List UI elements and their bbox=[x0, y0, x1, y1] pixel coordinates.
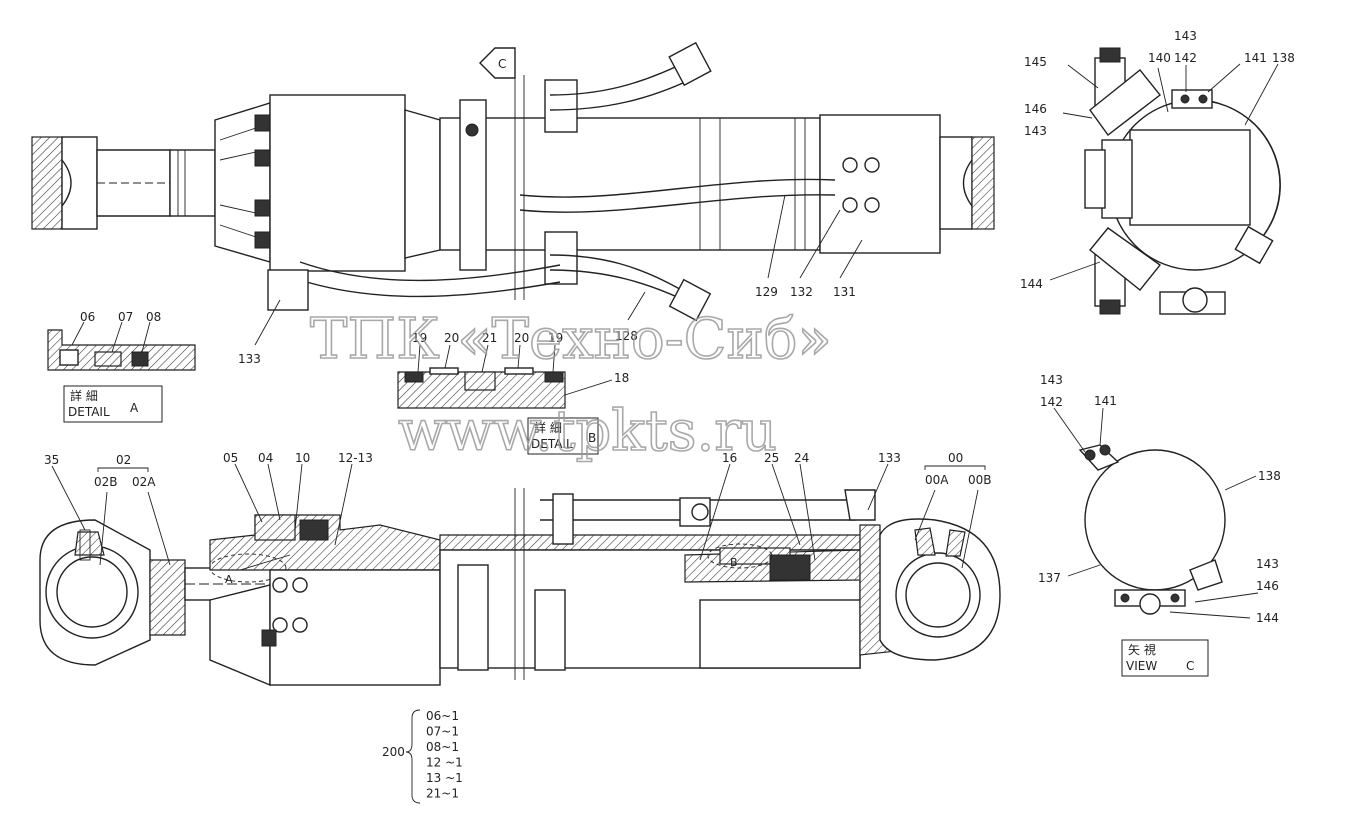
label-19-left: 19 bbox=[412, 331, 427, 345]
detail-b: 19 20 21 20 19 18 詳 細 DETAIL B bbox=[397, 331, 629, 455]
label-138-viewc: 138 bbox=[1258, 469, 1281, 483]
label-08: 08 bbox=[146, 310, 161, 324]
label-146-end: 146 bbox=[1024, 102, 1047, 116]
label-24: 24 bbox=[794, 451, 809, 465]
view-c bbox=[1078, 444, 1226, 615]
section-callouts: 35 02 02B 02A 05 04 10 12-13 16 25 24 13… bbox=[44, 451, 992, 569]
kit-item: 21~1 bbox=[426, 787, 459, 801]
label-143-end-top: 143 bbox=[1174, 29, 1197, 43]
label-131: 131 bbox=[833, 285, 856, 299]
label-141-end: 141 bbox=[1244, 51, 1267, 65]
cylinder-end-view bbox=[1084, 47, 1281, 315]
label-143-end-left: 143 bbox=[1024, 124, 1047, 138]
watermark: ТПК «Техно-Сиб» www.tpkts.ru bbox=[309, 306, 832, 465]
view-c-kanji: 矢 視 bbox=[1128, 642, 1156, 657]
label-20-left: 20 bbox=[444, 331, 459, 345]
label-137: 137 bbox=[1038, 571, 1061, 585]
label-142-end: 142 bbox=[1174, 51, 1197, 65]
label-143-viewc-top: 143 bbox=[1040, 373, 1063, 387]
label-144-end: 144 bbox=[1020, 277, 1043, 291]
label-140: 140 bbox=[1148, 51, 1171, 65]
label-133-top: 133 bbox=[238, 352, 261, 366]
view-c-callouts: 143 142 141 138 137 143 146 144 矢 視 VIEW… bbox=[1038, 373, 1281, 677]
label-16: 16 bbox=[722, 451, 737, 465]
watermark-url: www.tpkts.ru bbox=[398, 399, 777, 464]
detail-b-en: DETAIL bbox=[531, 437, 573, 451]
detail-a: 06 07 08 詳 細 DETAIL A bbox=[47, 310, 196, 423]
kit-item: 06~1 bbox=[426, 709, 459, 723]
view-c-letter: C bbox=[1186, 659, 1194, 673]
label-20-right: 20 bbox=[514, 331, 529, 345]
seal-kit-list: 200 06~1 07~108~1 12 ~113 ~1 21~1 bbox=[382, 709, 463, 804]
label-132: 132 bbox=[790, 285, 813, 299]
detail-a-kanji: 詳 細 bbox=[70, 388, 98, 403]
label-143-viewc-bottom: 143 bbox=[1256, 557, 1279, 571]
label-10: 10 bbox=[295, 451, 310, 465]
kit-item: 07~1 bbox=[426, 725, 459, 739]
kit-number: 200 bbox=[382, 745, 405, 759]
label-02b: 02B bbox=[94, 475, 118, 489]
label-21: 21 bbox=[482, 331, 497, 345]
kit-item: 12 ~1 bbox=[426, 756, 463, 770]
detail-a-en: DETAIL bbox=[68, 405, 110, 419]
label-141-viewc: 141 bbox=[1094, 394, 1117, 408]
label-142-viewc: 142 bbox=[1040, 395, 1063, 409]
label-02a: 02A bbox=[132, 475, 156, 489]
label-02: 02 bbox=[116, 453, 131, 467]
label-133-section: 133 bbox=[878, 451, 901, 465]
label-05: 05 bbox=[223, 451, 238, 465]
label-04: 04 bbox=[258, 451, 273, 465]
section-a-mark: A bbox=[225, 573, 233, 586]
detail-b-kanji: 詳 細 bbox=[534, 420, 562, 435]
label-19-right: 19 bbox=[548, 331, 563, 345]
label-07: 07 bbox=[118, 310, 133, 324]
label-128: 128 bbox=[615, 329, 638, 343]
label-00a: 00A bbox=[925, 473, 949, 487]
label-06: 06 bbox=[80, 310, 95, 324]
section-b-mark: B bbox=[730, 556, 738, 569]
detail-b-letter: B bbox=[588, 431, 596, 445]
label-00: 00 bbox=[948, 451, 963, 465]
arrow-c-label: C bbox=[498, 57, 506, 71]
label-138-end: 138 bbox=[1272, 51, 1295, 65]
label-144-viewc: 144 bbox=[1256, 611, 1279, 625]
label-00b: 00B bbox=[968, 473, 992, 487]
kit-item: 08~1 bbox=[426, 740, 459, 754]
cylinder-top-view: C bbox=[31, 41, 995, 322]
top-view-callouts: 133 128 129 132 131 bbox=[238, 194, 863, 366]
label-18: 18 bbox=[614, 371, 629, 385]
detail-a-letter: A bbox=[130, 401, 139, 415]
watermark-company: ТПК «Техно-Сиб» bbox=[310, 307, 832, 372]
label-145: 145 bbox=[1024, 55, 1047, 69]
kit-item: 13 ~1 bbox=[426, 771, 463, 785]
label-146-viewc: 146 bbox=[1256, 579, 1279, 593]
cylinder-section-view: A B bbox=[39, 488, 1001, 687]
view-c-en: VIEW bbox=[1126, 659, 1157, 673]
end-view-callouts: 145 146 143 140 143 142 141 138 144 bbox=[1020, 29, 1295, 291]
label-25: 25 bbox=[764, 451, 779, 465]
label-12-13: 12-13 bbox=[338, 451, 373, 465]
label-129: 129 bbox=[755, 285, 778, 299]
label-35: 35 bbox=[44, 453, 59, 467]
